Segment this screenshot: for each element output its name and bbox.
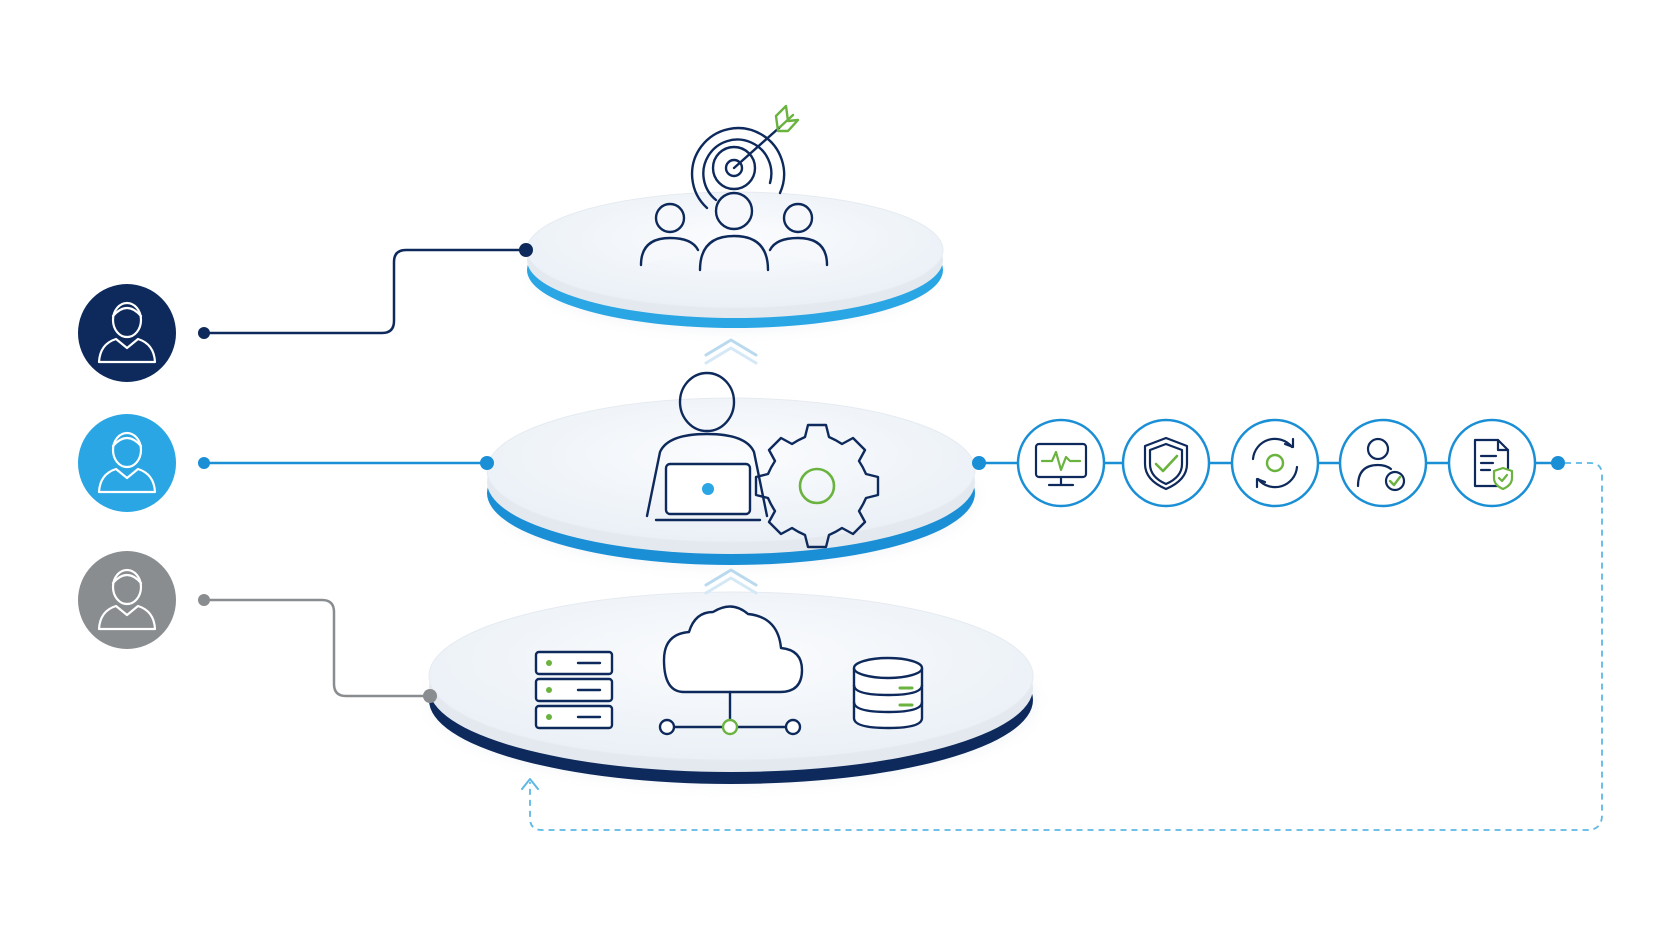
cloud-network-icon: [658, 605, 804, 736]
refresh-cycle-icon: [1251, 437, 1299, 489]
process-step-shield[interactable]: [1121, 418, 1211, 508]
connector-gray: [198, 594, 437, 703]
connector-navy: [198, 243, 533, 339]
database-icon: [852, 656, 924, 730]
process-step-user-check[interactable]: [1338, 418, 1428, 508]
chevron-up-icon: [704, 338, 758, 365]
persona-blue[interactable]: [78, 414, 176, 512]
persona-navy[interactable]: [78, 284, 176, 382]
document-shield-icon: [1473, 438, 1514, 491]
arrow-up-icon: [521, 778, 539, 790]
persona-gray[interactable]: [78, 551, 176, 649]
gear-icon: [754, 423, 880, 549]
user-check-icon: [1356, 437, 1406, 492]
feedback-loop-connector: [529, 462, 1603, 831]
server-rack-icon: [534, 650, 614, 730]
team-icon: [639, 191, 829, 272]
chevron-up-icon: [704, 568, 758, 595]
connector-blue: [198, 456, 494, 470]
process-step-refresh[interactable]: [1230, 418, 1320, 508]
process-step-monitor[interactable]: [1016, 418, 1106, 508]
process-step-document[interactable]: [1447, 418, 1537, 508]
shield-check-icon: [1143, 436, 1189, 491]
target-icon: [690, 104, 800, 210]
monitor-pulse-icon: [1034, 442, 1088, 487]
person-icon: [97, 301, 157, 364]
person-icon: [97, 431, 157, 494]
person-icon: [97, 568, 157, 631]
laptop-user-icon: [645, 371, 769, 522]
